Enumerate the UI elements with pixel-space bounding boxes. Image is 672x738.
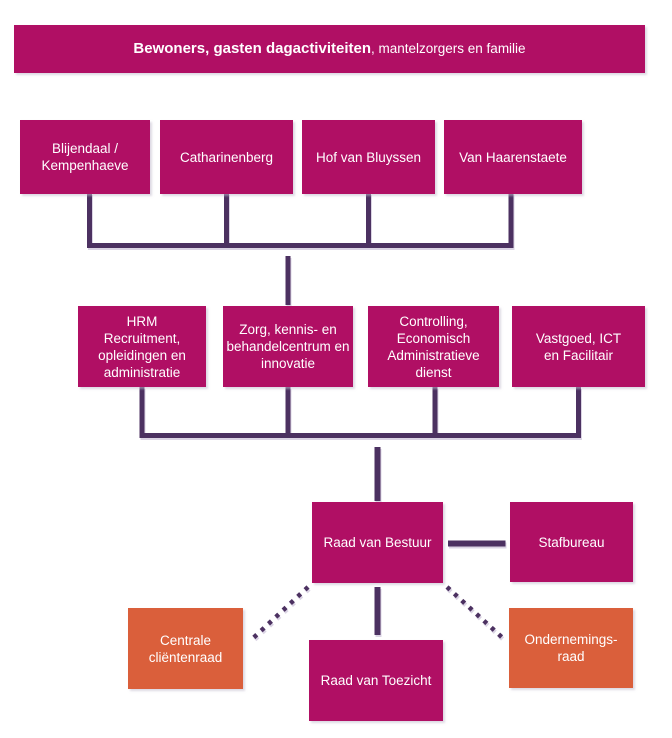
dept-box-zorg-kennis-behandelcentrum: Zorg, kennis- en behandelcentrum en inno…: [223, 306, 353, 387]
governance-label: Stafbureau: [538, 534, 605, 550]
location-label: Van Haarenstaete: [459, 149, 567, 165]
location-label: Catharinenberg: [179, 149, 274, 165]
governance-label: Ondernemings- raad: [524, 632, 618, 664]
location-label: Blijendaal / Kempenhaeve: [41, 141, 129, 173]
banner-title-bold: Bewoners, gasten dagactiviteiten: [133, 40, 371, 57]
location-box-catharinenberg: Catharinenberg: [160, 120, 293, 194]
centrale-clientenraad-box: Centrale cliëntenraad: [128, 608, 243, 689]
connector-dotted-clientenraad: [248, 585, 310, 643]
location-box-van-haarenstaete: Van Haarenstaete: [444, 120, 582, 194]
ondernemingsraad-box: Ondernemings- raad: [509, 608, 633, 688]
dept-label: Vastgoed, ICT en Facilitair: [535, 330, 622, 363]
dept-label: Controlling, Economisch Administratieve …: [387, 313, 480, 380]
dept-label: Zorg, kennis- en behandelcentrum en inno…: [226, 322, 350, 371]
location-box-blijendaal-kempenhaeve: Blijendaal / Kempenhaeve: [20, 120, 150, 194]
connector-dotted-ondernemingsraad: [445, 585, 508, 643]
stafbureau-box: Stafbureau: [510, 502, 633, 582]
connector-bracket-departments: [139, 387, 581, 501]
banner-title: Bewoners, gasten dagactiviteiten, mantel…: [133, 40, 525, 58]
dept-box-hrm: HRM Recruitment, opleidingen en administ…: [78, 306, 206, 387]
location-label: Hof van Bluyssen: [315, 149, 422, 165]
raad-van-bestuur-box: Raad van Bestuur: [312, 502, 443, 583]
governance-label: Centrale cliëntenraad: [148, 632, 223, 665]
stakeholders-banner: Bewoners, gasten dagactiviteiten, mantel…: [14, 25, 645, 73]
dept-label: HRM Recruitment, opleidingen en administ…: [98, 313, 186, 380]
dept-box-controlling-ead: Controlling, Economisch Administratieve …: [368, 306, 499, 387]
banner-title-regular: , mantelzorgers en familie: [371, 41, 526, 56]
dept-box-vastgoed-ict-facilitair: Vastgoed, ICT en Facilitair: [512, 306, 645, 387]
governance-label: Raad van Toezicht: [320, 673, 432, 688]
raad-van-toezicht-box: Raad van Toezicht: [309, 640, 443, 721]
governance-label: Raad van Bestuur: [323, 535, 432, 550]
location-box-hof-van-bluyssen: Hof van Bluyssen: [302, 120, 435, 194]
connector-bracket-locations: [87, 193, 514, 305]
